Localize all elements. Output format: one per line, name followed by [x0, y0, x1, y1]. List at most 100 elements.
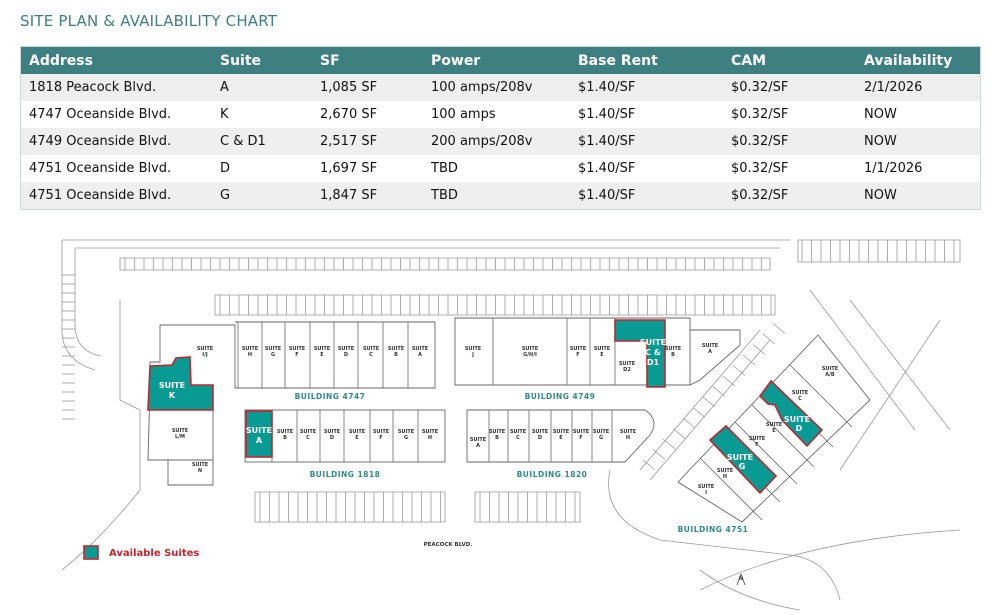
suite-word: SUITE [620, 429, 637, 435]
available-suite-g[interactable] [708, 424, 778, 495]
suite-word: SUITE [465, 346, 482, 352]
suite-letter: D [330, 435, 334, 441]
suite-word: SUITE [277, 429, 294, 435]
suite-letter: G [271, 352, 275, 358]
suite-letter: E [600, 352, 604, 358]
available-suite-d[interactable] [758, 379, 824, 448]
suite-word: SUITE [510, 429, 527, 435]
suite-word: SUITE [470, 437, 487, 443]
suite-word: SUITE [553, 429, 570, 435]
suite-labels: SUITEI/JSUITEHSUITEGSUITEFSUITEESUITEDSU… [172, 343, 839, 496]
suite-k-word: SUITE [159, 381, 185, 390]
col-suite: Suite [212, 46, 312, 74]
cell-base-rent: $1.40/SF [570, 182, 723, 210]
suite-word: SUITE [698, 484, 715, 490]
suite-word: SUITE [338, 346, 355, 352]
suite-k-letter: K [169, 391, 176, 400]
suite-letter: I/J [202, 352, 208, 358]
suite-letter: B [671, 352, 675, 358]
available-suite-k[interactable] [147, 356, 214, 411]
cell-sf: 1,847 SF [312, 182, 423, 210]
cell-suite: D [212, 155, 312, 182]
suite-word: SUITE [532, 429, 549, 435]
building-4747-label: BUILDING 4747 [295, 392, 366, 401]
availability-table: Address Suite SF Power Base Rent CAM Ava… [20, 46, 981, 210]
suite-word: SUITE [702, 343, 719, 349]
suite-word: SUITE [324, 429, 341, 435]
suite-letter: A [476, 443, 480, 449]
suite-letter: E [320, 352, 324, 358]
suite-letter: F [295, 352, 298, 358]
cell-sf: 1,085 SF [312, 74, 423, 101]
legend: Available Suites [83, 545, 199, 560]
cell-suite: A [212, 74, 312, 101]
col-address: Address [20, 46, 212, 74]
suite-letter: H [626, 435, 630, 441]
available-suite-a-1818[interactable] [245, 410, 273, 458]
available-suite-c-d1[interactable] [614, 319, 666, 388]
suite-a-letter: A [256, 436, 263, 445]
building-1818-label: BUILDING 1818 [310, 470, 381, 479]
cell-address: 4751 Oceanside Blvd. [20, 182, 212, 210]
suite-letter: F [579, 435, 582, 441]
suite-letter: D2 [623, 367, 631, 373]
building-1818: SUITE A BUILDING 1818 [244, 409, 446, 479]
suite-letter: D [344, 352, 348, 358]
suite-letter: F [379, 435, 382, 441]
cell-power: TBD [423, 182, 570, 210]
suite-letter: I [705, 490, 707, 496]
suite-word: SUITE [766, 422, 783, 428]
suite-word: SUITE [570, 346, 587, 352]
suite-word: SUITE [242, 346, 259, 352]
suite-word: SUITE [489, 429, 506, 435]
cell-address: 1818 Peacock Blvd. [20, 74, 212, 101]
suite-word: SUITE [388, 346, 405, 352]
suite-letter: A [708, 349, 712, 355]
cell-availability: NOW [856, 101, 981, 128]
suite-letter: N [198, 468, 202, 474]
cell-suite: K [212, 101, 312, 128]
cell-power: TBD [423, 155, 570, 182]
suite-word: SUITE [314, 346, 331, 352]
suite-a-word: SUITE [246, 426, 272, 435]
suite-letter: A/B [825, 372, 835, 378]
cell-address: 4751 Oceanside Blvd. [20, 155, 212, 182]
col-power: Power [423, 46, 570, 74]
cell-base-rent: $1.40/SF [570, 155, 723, 182]
suite-letter: F [576, 352, 579, 358]
suite-word: SUITE [398, 429, 415, 435]
suite-letter: C [306, 435, 310, 441]
col-sf: SF [312, 46, 423, 74]
suite-cd1-d1: D1 [647, 358, 660, 367]
suite-word: SUITE [573, 429, 590, 435]
suite-word: SUITE [300, 429, 317, 435]
suite-word: SUITE [594, 346, 611, 352]
suite-letter: D [538, 435, 542, 441]
building-1820-label: BUILDING 1820 [517, 470, 588, 479]
suite-letter: C [798, 396, 802, 402]
cell-availability: NOW [856, 128, 981, 155]
suite-d-word: SUITE [784, 415, 810, 424]
cell-availability: 2/1/2026 [856, 74, 981, 101]
suite-cd1-c: C & [645, 348, 661, 357]
legend-swatch [83, 545, 99, 560]
building-4751-label: BUILDING 4751 [678, 525, 749, 534]
suite-letter: E [772, 428, 776, 434]
suite-letter: H [723, 474, 727, 480]
suite-letter: B [394, 352, 398, 358]
suite-word: SUITE [373, 429, 390, 435]
cell-base-rent: $1.40/SF [570, 101, 723, 128]
suite-letter: G [599, 435, 603, 441]
suite-word: SUITE [172, 428, 189, 434]
suite-g-word: SUITE [727, 453, 753, 462]
street-label: PEACOCK BLVD. [424, 542, 473, 548]
cell-address: 4747 Oceanside Blvd. [20, 101, 212, 128]
cell-availability: 1/1/2026 [856, 155, 981, 182]
suite-cd1-word: SUITE [640, 338, 666, 347]
suite-letter: F [755, 442, 758, 448]
cell-cam: $0.32/SF [723, 74, 856, 101]
cell-cam: $0.32/SF [723, 155, 856, 182]
